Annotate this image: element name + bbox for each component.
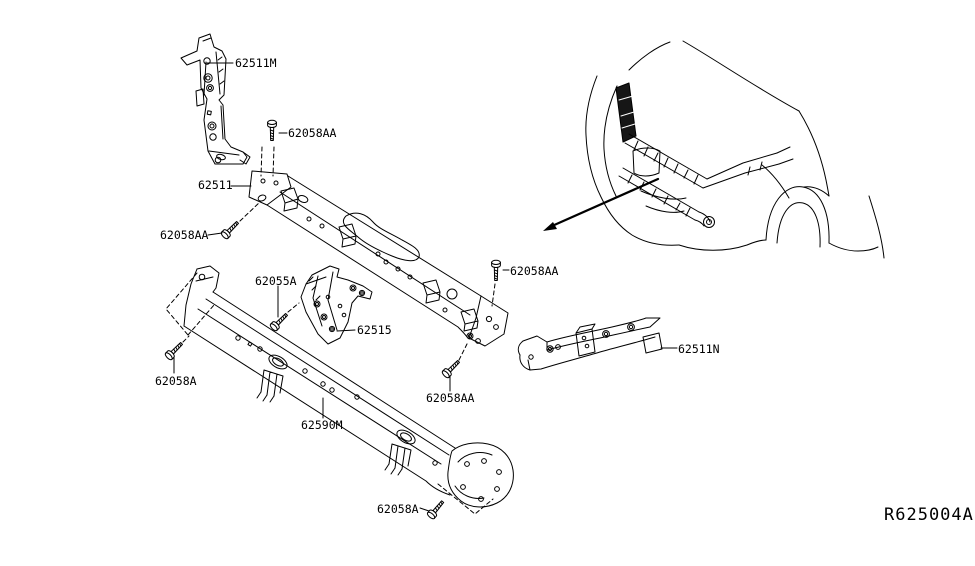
bolt-62055a-drawing [268, 310, 291, 333]
bolt-62058aa-top-drawing [267, 119, 277, 141]
assembly-dashed-guides [165, 146, 496, 515]
callout-62058aa-right[interactable]: 62058AA [510, 264, 559, 278]
callout-62058a-bottom[interactable]: 62058A [377, 502, 419, 516]
bracket-62511m-drawing [180, 33, 251, 165]
callout-62058aa-top[interactable]: 62058AA [288, 126, 337, 140]
bolt-62058aa-left-drawing [219, 218, 242, 241]
callout-62511m[interactable]: 62511M [235, 56, 277, 70]
callout-62058aa-left[interactable]: 62058AA [160, 228, 209, 242]
callout-62515[interactable]: 62515 [357, 323, 392, 337]
member-62511-drawing [248, 170, 509, 347]
location-arrow [543, 177, 660, 231]
vehicle-location-sketch [585, 40, 885, 259]
callout-62511n[interactable]: 62511N [678, 342, 720, 356]
callout-leader-lines [173, 62, 678, 512]
bracket-62515-drawing [300, 265, 373, 345]
callout-62058aa-mid[interactable]: 62058AA [426, 391, 475, 405]
diagram-ref-code: R625004A [884, 505, 974, 525]
callout-62058a-left[interactable]: 62058A [155, 374, 197, 388]
callout-62055a[interactable]: 62055A [255, 274, 297, 288]
bolt-62058aa-right-drawing [491, 259, 501, 281]
bolt-62058aa-mid-drawing [440, 357, 463, 380]
bolt-62058a-bottom-drawing [425, 498, 447, 521]
callout-62511[interactable]: 62511 [198, 178, 233, 192]
bracket-62511n-drawing [517, 317, 663, 371]
member-62590m-drawing [183, 265, 514, 508]
callout-62590m[interactable]: 62590M [301, 418, 343, 432]
